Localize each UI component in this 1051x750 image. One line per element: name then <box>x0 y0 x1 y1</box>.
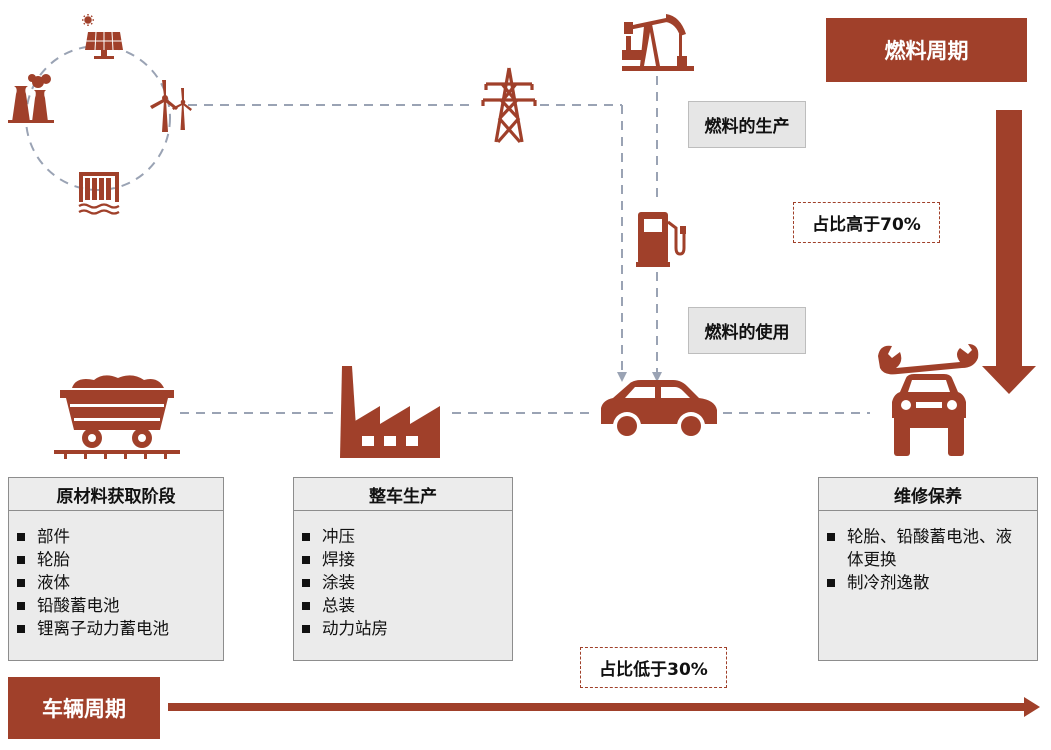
list-item: 轮胎 <box>17 548 223 571</box>
maintenance-list: 轮胎、铅酸蓄电池、液体更换 制冷剂逸散 <box>819 511 1037 594</box>
vehicle-cycle-share-label: 占比低于30% <box>580 647 727 688</box>
raw-material-list: 部件 轮胎 液体 铅酸蓄电池 锂离子动力蓄电池 <box>9 511 223 640</box>
list-item: 涂装 <box>302 571 512 594</box>
solar-panel-icon <box>80 14 124 60</box>
maintenance-title: 维修保养 <box>819 478 1037 511</box>
factory-icon <box>340 366 450 460</box>
assembly-panel: 整车生产 冲压 焊接 涂装 总装 动力站房 <box>293 477 513 661</box>
fuel-production-label: 燃料的生产 <box>688 101 806 148</box>
list-item: 总装 <box>302 594 512 617</box>
oil-pump-icon <box>622 10 694 72</box>
vehicle-cycle-banner: 车辆周期 <box>8 677 160 739</box>
car-wrench-icon <box>876 342 980 464</box>
transmission-tower-icon <box>480 66 538 144</box>
list-item: 铅酸蓄电池 <box>17 594 223 617</box>
hydro-dam-icon <box>76 168 122 220</box>
fuel-use-label: 燃料的使用 <box>688 307 806 354</box>
fuel-cycle-arrow <box>982 110 1036 394</box>
fuel-pump-icon <box>636 210 688 268</box>
raw-material-panel: 原材料获取阶段 部件 轮胎 液体 铅酸蓄电池 锂离子动力蓄电池 <box>8 477 224 661</box>
vehicle-cycle-arrow <box>168 697 1040 717</box>
list-item: 制冷剂逸散 <box>827 571 1037 594</box>
list-item: 液体 <box>17 571 223 594</box>
arrowhead-pump <box>652 372 662 382</box>
list-item: 动力站房 <box>302 617 512 640</box>
list-item: 锂离子动力蓄电池 <box>17 617 223 640</box>
list-item: 焊接 <box>302 548 512 571</box>
list-item: 部件 <box>17 525 223 548</box>
mine-cart-icon <box>54 370 180 460</box>
power-plant-icon <box>8 72 60 124</box>
list-item: 轮胎、铅酸蓄电池、液体更换 <box>827 525 1027 571</box>
fuel-cycle-banner: 燃料周期 <box>826 18 1027 82</box>
assembly-title: 整车生产 <box>294 478 512 511</box>
list-item: 冲压 <box>302 525 512 548</box>
maintenance-panel: 维修保养 轮胎、铅酸蓄电池、液体更换 制冷剂逸散 <box>818 477 1038 661</box>
raw-material-title: 原材料获取阶段 <box>9 478 223 511</box>
wind-turbine-icon <box>150 78 194 134</box>
car-icon <box>595 376 721 444</box>
assembly-list: 冲压 焊接 涂装 总装 动力站房 <box>294 511 512 640</box>
fuel-cycle-share-label: 占比高于70% <box>793 202 940 243</box>
arrowhead-grid <box>617 372 627 382</box>
